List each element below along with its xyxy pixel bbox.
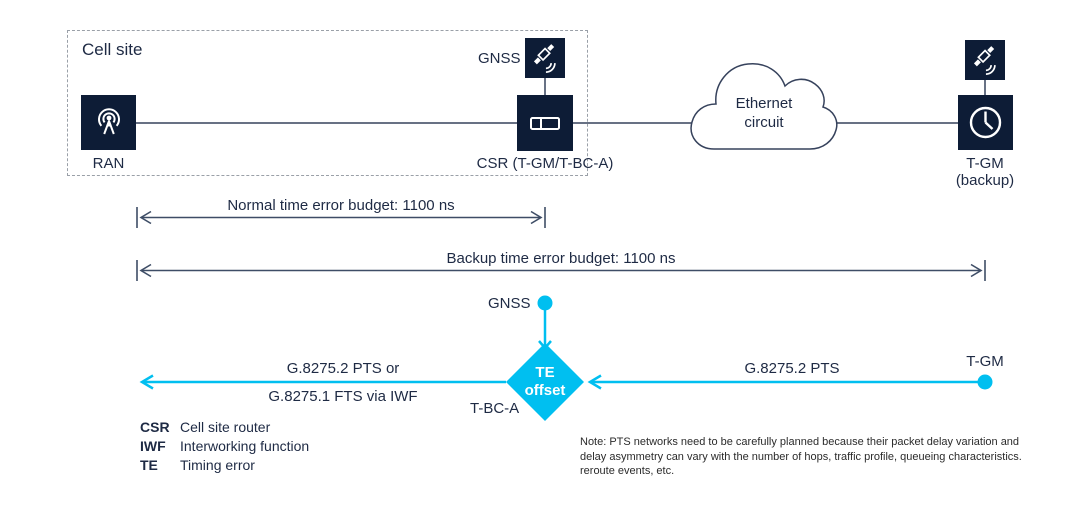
- tgm-source-dot: [977, 374, 993, 390]
- cell-site-region: [67, 30, 588, 176]
- tgm-backup-line1: T-GM: [966, 155, 1004, 172]
- csr-node: [517, 95, 573, 151]
- right-path-label: G.8275.2 PTS: [744, 360, 840, 377]
- legend-abbr-csr: CSR: [140, 419, 170, 435]
- te-offset-line2: offset: [524, 382, 566, 399]
- satellite-icon: [973, 46, 996, 75]
- left-path-label-line2: G.8275.1 FTS via IWF: [268, 388, 418, 405]
- clock-icon: [969, 106, 1002, 139]
- normal-budget-label: Normal time error budget: 1100 ns: [227, 197, 455, 214]
- backup-budget-arrow: [136, 260, 986, 281]
- backup-budget-label: Backup time error budget: 1100 ns: [446, 250, 676, 267]
- legend-row-te: TE Timing error: [140, 457, 255, 473]
- normal-budget-arrow: [136, 207, 546, 228]
- satellite-icon: [533, 44, 556, 73]
- legend-row-csr: CSR Cell site router: [140, 419, 270, 435]
- legend-def-te: Timing error: [180, 457, 255, 473]
- tgm-backup-line2: (backup): [955, 172, 1015, 189]
- ethernet-cloud-line2: circuit: [744, 114, 784, 131]
- te-offset-label: TE offset: [505, 364, 585, 400]
- ethernet-cloud-shape: [690, 63, 838, 150]
- gnss-node: [525, 38, 565, 78]
- left-path-label-line1: G.8275.2 PTS or: [286, 360, 400, 377]
- pts-note: Note: PTS networks need to be carefully …: [580, 436, 1022, 478]
- right-pts-arrowhead: [587, 374, 602, 390]
- left-pts-arrowhead: [139, 374, 154, 390]
- legend-def-iwf: Interworking function: [180, 438, 310, 454]
- ran-node: [81, 95, 136, 150]
- legend-def-csr: Cell site router: [180, 419, 271, 435]
- cell-site-label: Cell site: [82, 40, 143, 59]
- legend-abbr-te: TE: [140, 457, 158, 473]
- backup-gnss-node: [965, 40, 1005, 80]
- tgm-backup-node: [958, 95, 1013, 150]
- tgm-backup-label: T-GM (backup): [935, 155, 1035, 189]
- te-offset-line1: TE: [535, 364, 555, 381]
- csr-label: CSR (T-GM/T-BC-A): [476, 155, 614, 172]
- ethernet-cloud-label: Ethernet circuit: [704, 94, 824, 132]
- gnss-source-label: GNSS: [488, 295, 531, 312]
- legend-abbr-iwf: IWF: [140, 438, 166, 454]
- gnss-top-label: GNSS: [478, 50, 521, 67]
- ethernet-cloud-line1: Ethernet: [735, 95, 793, 112]
- gnss-source-dot: [537, 295, 553, 311]
- tgm-source-label: T-GM: [966, 353, 1004, 370]
- te-offset-diamond: [506, 343, 584, 421]
- tbca-label: T-BC-A: [470, 400, 520, 417]
- antenna-broadcast-icon: [97, 107, 120, 134]
- legend-row-iwf: IWF Interworking function: [140, 438, 309, 454]
- router-icon: [530, 117, 560, 130]
- ran-label: RAN: [92, 155, 125, 172]
